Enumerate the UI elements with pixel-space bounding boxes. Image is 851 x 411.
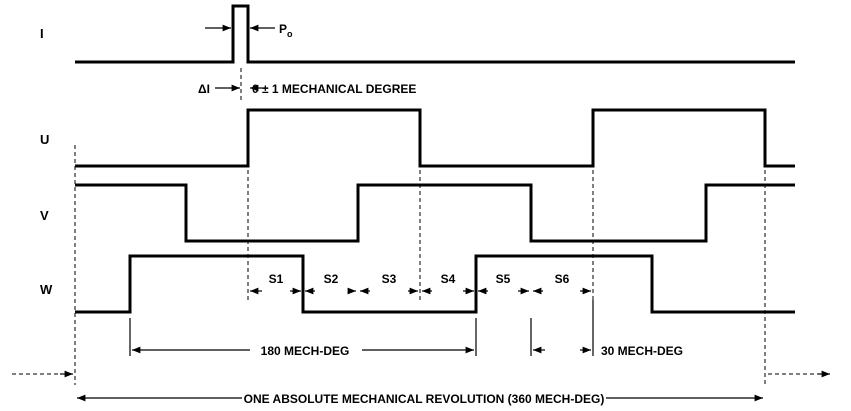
span-180-label: 180 MECH-DEG	[261, 344, 350, 358]
segment-label-s6: S6	[555, 272, 570, 286]
signal-label-i: I	[40, 26, 44, 41]
p0-label: Po	[279, 22, 293, 39]
segment-label-s5: S5	[496, 272, 511, 286]
w-phase-waveform	[75, 254, 795, 314]
revolution-label: ONE ABSOLUTE MECHANICAL REVOLUTION (360 …	[244, 392, 605, 406]
zero-degree-label: 0 ± 1 MECHANICAL DEGREE	[252, 82, 416, 96]
segment-label-s4: S4	[441, 272, 456, 286]
index-pulse-waveform	[75, 4, 795, 64]
signal-label-w: W	[40, 282, 53, 297]
v-phase-waveform	[75, 183, 795, 243]
signal-label-u: U	[40, 132, 49, 147]
span-30-label: 30 MECH-DEG	[601, 344, 683, 358]
segment-label-s3: S3	[382, 272, 397, 286]
delta-i-label: ΔI	[198, 82, 210, 96]
segment-label-s1: S1	[269, 272, 284, 286]
signal-label-v: V	[40, 208, 49, 223]
segment-label-s2: S2	[324, 272, 339, 286]
u-phase-waveform	[75, 108, 795, 168]
